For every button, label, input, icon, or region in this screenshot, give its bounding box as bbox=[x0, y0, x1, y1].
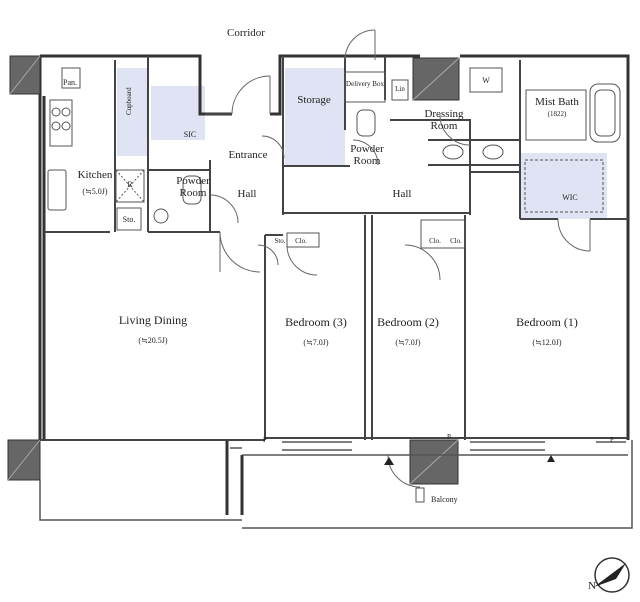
powder-room-center-label: Powder Room bbox=[350, 143, 384, 167]
entrance-label: Entrance bbox=[228, 149, 268, 161]
kitchen-size: (≒5.0J) bbox=[82, 187, 108, 196]
bedroom1-size: (≒12.0J) bbox=[532, 338, 562, 347]
bedroom3-size: (≒7.0J) bbox=[303, 338, 329, 347]
hall-left-label: Hall bbox=[237, 188, 257, 200]
living-dining-name: Living Dining bbox=[118, 313, 188, 327]
pipe-space-1: P bbox=[263, 436, 267, 444]
washer-label: W bbox=[482, 76, 490, 85]
windows bbox=[230, 441, 626, 451]
bedroom1-name: Bedroom (1) bbox=[516, 315, 578, 329]
refrigerator-label: R bbox=[127, 180, 133, 189]
pipe-space-2: P bbox=[447, 433, 451, 441]
bedroom2-name: Bedroom (2) bbox=[377, 315, 439, 329]
svg-text:N: N bbox=[588, 580, 596, 592]
hall-center-label: Hall bbox=[392, 188, 412, 200]
fixtures bbox=[47, 67, 621, 503]
sto-bedroom3-label: Sto. bbox=[274, 237, 286, 245]
bedroom2-size: (≒7.0J) bbox=[395, 338, 421, 347]
entry-arrows bbox=[384, 455, 555, 465]
powder-room-left-label: Powder Room bbox=[176, 175, 210, 199]
storage-fills bbox=[117, 68, 607, 219]
interior-walls bbox=[40, 56, 628, 441]
kitchen-name: Kitchen bbox=[77, 169, 113, 181]
pipe-space-3: P bbox=[610, 436, 614, 444]
bedroom3-name: Bedroom (3) bbox=[285, 315, 347, 329]
living-dining-size: (≒20.5J) bbox=[138, 336, 168, 345]
mist-bath-size: (1822) bbox=[547, 110, 567, 118]
north-compass: N bbox=[588, 557, 630, 593]
mist-bath-label: Mist Bath bbox=[535, 96, 579, 108]
clo-bedroom2-b-label: Clo. bbox=[450, 237, 462, 245]
cupboard-label: Cupboard bbox=[125, 87, 133, 115]
corridor-label: Corridor bbox=[227, 27, 265, 39]
balcony-label: Balcony bbox=[431, 495, 458, 504]
balcony-rail bbox=[39, 440, 633, 529]
clo-bedroom3-label: Clo. bbox=[295, 237, 307, 245]
dressing-room-label: Dressing Room bbox=[424, 108, 464, 132]
sic-label: SIC bbox=[183, 130, 197, 139]
pantry-label: Pan. bbox=[63, 78, 77, 87]
delivery-box-label: Delivery Box bbox=[346, 80, 384, 88]
linen-label: Lin bbox=[395, 85, 405, 93]
clo-bedroom2-a-label: Clo. bbox=[429, 237, 441, 245]
wic-label: WIC bbox=[562, 193, 578, 202]
storage-small-label: Sto. bbox=[122, 215, 136, 224]
columns bbox=[7, 55, 460, 485]
storage-label: Storage bbox=[297, 94, 331, 106]
door-swings bbox=[209, 29, 591, 488]
